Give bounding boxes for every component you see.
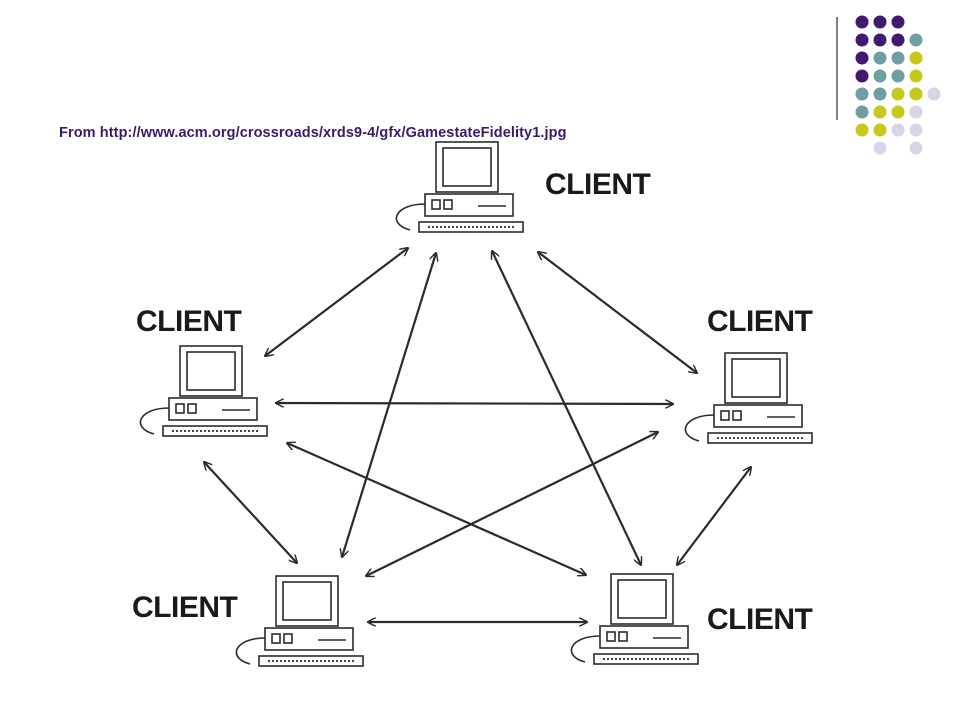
connection-arrows <box>204 248 751 622</box>
connection-arrow <box>265 248 408 356</box>
client-label-bottom-right: CLIENT <box>707 603 813 636</box>
computer-icon <box>139 345 268 437</box>
connection-arrow <box>342 253 436 557</box>
computer-icon <box>570 573 699 665</box>
computer-icon <box>684 352 813 444</box>
connection-arrow <box>276 403 673 404</box>
connection-arrow <box>366 432 658 576</box>
client-label-left: CLIENT <box>136 305 242 338</box>
computer-icon <box>395 141 524 233</box>
client-label-bottom-left: CLIENT <box>132 591 238 624</box>
connection-arrow <box>287 443 586 575</box>
decorative-divider-line <box>836 17 838 120</box>
connection-arrow <box>204 462 297 563</box>
client-computers <box>139 141 813 667</box>
source-caption: From http://www.acm.org/crossroads/xrds9… <box>59 125 567 141</box>
client-labels: CLIENT CLIENT CLIENT CLIENT CLIENT <box>132 168 813 636</box>
computer-icon <box>235 575 364 667</box>
client-label-right: CLIENT <box>707 305 813 338</box>
connection-arrow <box>677 467 751 565</box>
client-label-top: CLIENT <box>545 168 651 201</box>
connection-arrow <box>538 252 697 373</box>
connection-arrow <box>492 251 641 565</box>
